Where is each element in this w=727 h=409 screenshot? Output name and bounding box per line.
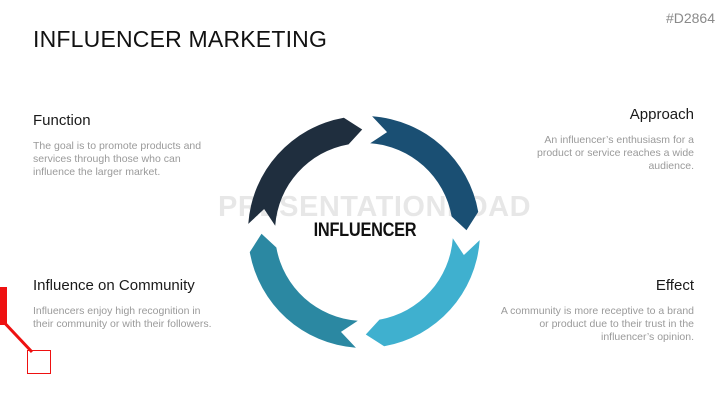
community-heading: Influence on Community [33, 277, 195, 294]
function-block: Function The goal is to promote products… [33, 112, 233, 179]
community-block: Influence on Community Influencers enjoy… [33, 277, 233, 331]
cycle-segment-bottom-right [365, 238, 480, 347]
cycle-segment-top-right [370, 116, 479, 231]
approach-body: An influencer’s enthusiasm for a product… [537, 134, 694, 172]
annotation-marker-box [27, 350, 51, 374]
annotation-marker-bar [0, 287, 7, 325]
center-label: INFLUENCER [313, 220, 417, 241]
cycle-segment-top-left [248, 117, 363, 226]
effect-heading: Effect [655, 277, 694, 294]
function-heading: Function [33, 112, 91, 129]
community-body: Influencers enjoy high recognition in th… [33, 305, 212, 330]
page-code: #D2864 [665, 10, 715, 26]
approach-heading: Approach [629, 106, 694, 123]
function-body: The goal is to promote products and serv… [33, 140, 202, 178]
effect-body: A community is more receptive to a brand… [500, 305, 694, 343]
annotation-marker-arrow [0, 316, 34, 354]
cycle-segment-bottom-left [249, 233, 358, 348]
approach-block: Approach An influencer’s enthusiasm for … [494, 106, 694, 173]
page-title: INFLUENCER MARKETING [33, 26, 328, 52]
effect-block: Effect A community is more receptive to … [494, 277, 694, 344]
